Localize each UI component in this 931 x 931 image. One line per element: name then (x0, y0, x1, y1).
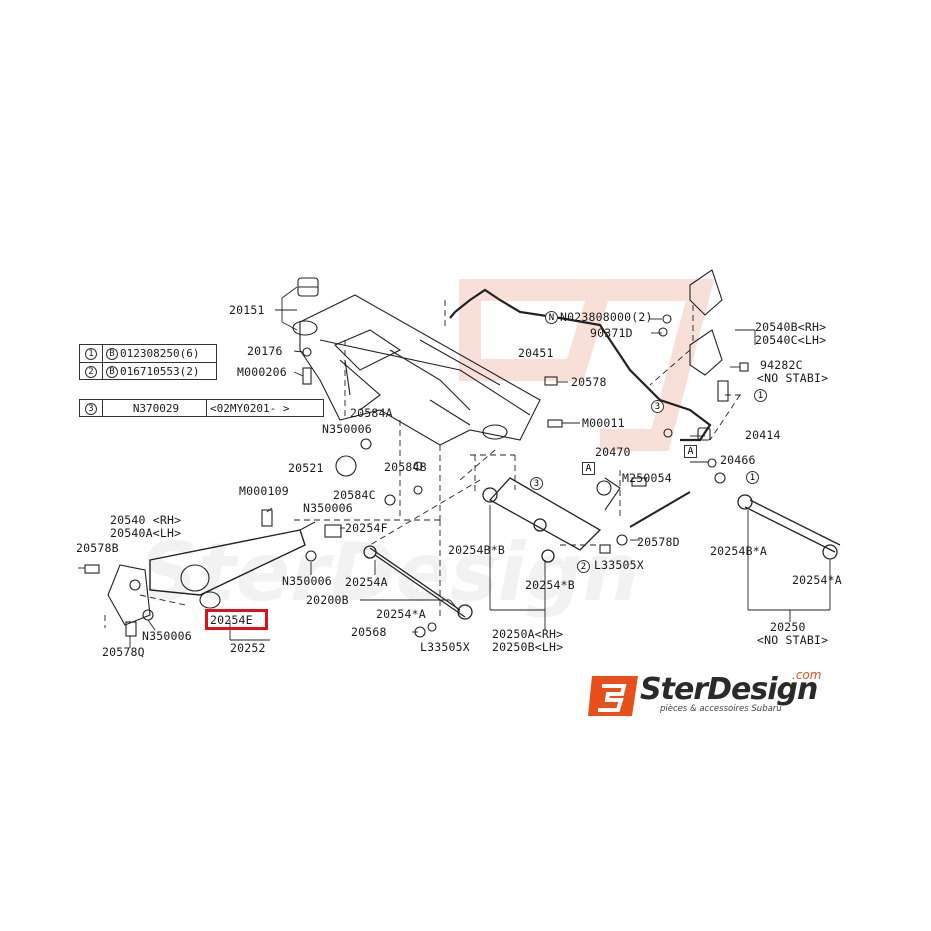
arm-bracket (107, 564, 151, 626)
part-label[interactable]: 20584A (350, 406, 393, 420)
part-label[interactable]: 20176 (247, 344, 283, 358)
callout-circle-icon: 2 (85, 365, 97, 378)
legend-part-number: 012308250(6) (120, 347, 200, 360)
callout-n-icon: N (545, 311, 558, 324)
logo-domain: .com (792, 668, 822, 682)
part-label[interactable]: 20578B (76, 541, 119, 555)
part-label[interactable]: M00011 (582, 416, 625, 430)
callout-3-icon: 3 (530, 477, 543, 490)
part-label[interactable]: 20540C<LH> (755, 333, 827, 347)
part-label[interactable]: N350006 (303, 501, 353, 515)
part-label[interactable]: 20254*A (376, 607, 426, 621)
part-label[interactable]: 20414 (745, 428, 781, 442)
crossmember-bushing (297, 277, 319, 297)
callout-3-icon: 3 (651, 400, 664, 413)
callout-1-icon: 1 (746, 471, 759, 484)
part-label[interactable]: M250054 (622, 471, 672, 485)
part-label: <NO STABI> (757, 633, 829, 647)
fasteners (84, 314, 749, 638)
part-label[interactable]: 20578 (571, 375, 607, 389)
stabilizer-brackets (596, 269, 723, 511)
part-label[interactable]: 20578Q (102, 645, 145, 659)
part-label[interactable]: 90371D (590, 326, 633, 340)
reference-a-icon: A (582, 462, 595, 475)
part-label[interactable]: 20451 (518, 346, 554, 360)
part-label[interactable]: 20578D (637, 535, 680, 549)
part-label[interactable]: 20250B<LH> (492, 640, 564, 654)
highlight-box (205, 609, 268, 630)
part-label[interactable]: 20540B<RH> (755, 320, 827, 334)
part-label[interactable]: 20254F (345, 521, 388, 535)
svg-text:SterDesign: SterDesign (140, 526, 640, 619)
logo-brand: SterDesign (640, 672, 818, 707)
lateral-links (363, 477, 841, 620)
part-label: <NO STABI> (757, 371, 829, 385)
part-label[interactable]: 20540 <RH> (110, 513, 182, 527)
part-label[interactable]: N350006 (322, 422, 372, 436)
part-label[interactable]: N023808000(2) (560, 310, 653, 324)
part-label[interactable]: 20540A<LH> (110, 526, 182, 540)
bolt-type-icon: B (106, 365, 118, 378)
legend-part-number: N370029 (132, 402, 180, 415)
dashed-lines (104, 300, 745, 628)
part-label[interactable]: 20521 (288, 461, 324, 475)
part-label[interactable]: 20151 (229, 303, 265, 317)
part-label[interactable]: 20584B (384, 460, 427, 474)
legend-row-3: 3 N370029 <02MY0201- > (80, 400, 323, 417)
bolt-type-icon: B (106, 347, 118, 360)
part-label[interactable]: 20250 (770, 620, 806, 634)
leader-lines (78, 286, 831, 648)
part-label[interactable]: 20254*B (525, 578, 575, 592)
part-label[interactable]: M000109 (239, 484, 289, 498)
part-label[interactable]: 20254B*A (710, 544, 767, 558)
part-label[interactable]: L33505X (420, 640, 470, 654)
part-label[interactable]: 20466 (720, 453, 756, 467)
part-label[interactable]: L33505X (594, 558, 644, 572)
part-label[interactable]: 20250A<RH> (492, 627, 564, 641)
stabilizer-bar (454, 288, 712, 442)
callout-1-icon: 1 (754, 389, 767, 402)
legend-model-range: <02MY0201- > (210, 402, 290, 415)
part-label[interactable]: 20584C (333, 488, 376, 502)
part-label[interactable]: 20254*A (792, 573, 842, 587)
part-label[interactable]: 94282C (760, 358, 803, 372)
part-label[interactable]: 20254B*B (448, 543, 505, 557)
part-label[interactable]: 20568 (351, 625, 387, 639)
fastener-legend-3: 3 N370029 <02MY0201- > (79, 399, 324, 417)
part-label[interactable]: 20252 (230, 641, 266, 655)
callout-2-icon: 2 (577, 560, 590, 573)
trailing-arm (149, 521, 316, 609)
part-label-highlighted[interactable]: 20254E (210, 613, 253, 627)
callout-circle-icon: 1 (85, 347, 97, 360)
part-label[interactable]: N350006 (282, 574, 332, 588)
sterdesign-logo-icon (588, 676, 638, 716)
legend-part-number: 016710553(2) (120, 365, 200, 378)
callout-circle-icon: 3 (85, 402, 97, 415)
logo-tagline: pièces & accessoires Subaru (660, 704, 782, 714)
reference-a-icon: A (684, 445, 697, 458)
part-label[interactable]: 20200B (306, 593, 349, 607)
part-label[interactable]: M000206 (237, 365, 287, 379)
part-label[interactable]: 20254A (345, 575, 388, 589)
part-label[interactable]: 20470 (595, 445, 631, 459)
part-label[interactable]: N350006 (142, 629, 192, 643)
